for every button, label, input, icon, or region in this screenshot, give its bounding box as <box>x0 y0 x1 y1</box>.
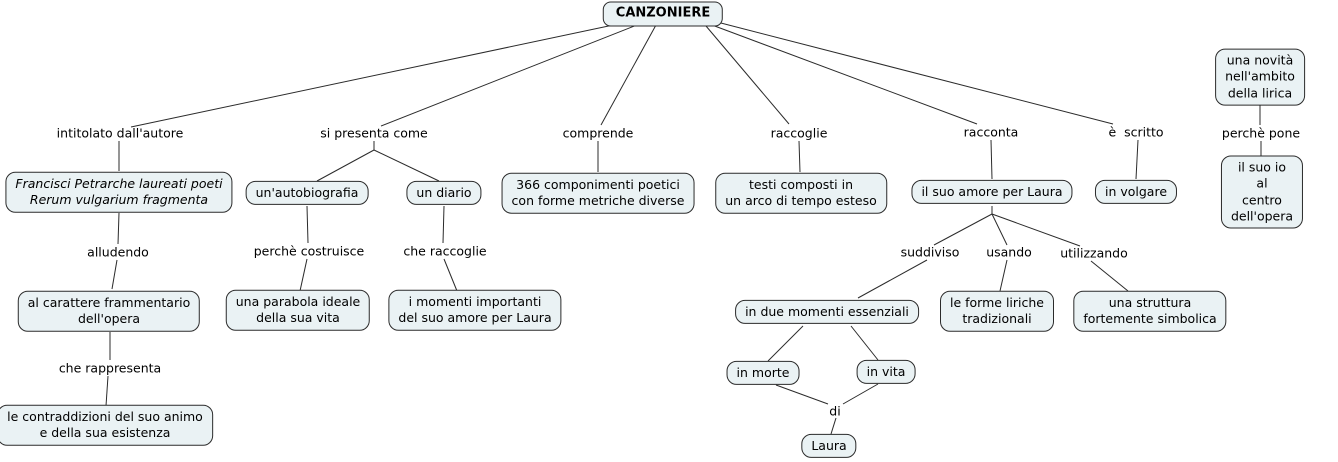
link-usando[interactable]: usando <box>986 244 1032 260</box>
concept-forme-liriche[interactable]: le forme liriche tradizionali <box>940 290 1054 332</box>
concept-testi-composti[interactable]: testi composti in un arco di tempo estes… <box>715 172 887 214</box>
concept-due-momenti[interactable]: in due momenti essenziali <box>735 299 919 325</box>
edge-costruisce-parabola <box>299 258 308 292</box>
edge-di-laura <box>830 417 837 435</box>
concept-in-morte[interactable]: in morte <box>726 360 800 386</box>
concept-carattere-frammentario[interactable]: al carattere frammentario dell'opera <box>17 290 201 332</box>
concept-diario[interactable]: un diario <box>406 180 482 206</box>
link-suddiviso[interactable]: suddiviso <box>900 244 960 260</box>
edge-rappresenta-contraddizioni <box>105 375 109 407</box>
concept-in-volgare[interactable]: in volgare <box>1094 179 1178 205</box>
concept-laura[interactable]: Laura <box>801 433 857 459</box>
edge-raccoglie-testi <box>798 140 801 173</box>
edge-amore-suddiviso <box>933 213 993 246</box>
concept-struttura-simbolica[interactable]: una struttura fortemente simbolica <box>1073 290 1227 332</box>
concept-autobiografia[interactable]: un'autobiografia <box>245 180 369 206</box>
link-di[interactable]: di <box>829 403 841 419</box>
edge-si-presenta-autobiografia <box>316 149 375 182</box>
edge-suddiviso-due-momenti <box>857 259 928 299</box>
link-si-presenta-come[interactable]: si presenta come <box>320 125 428 141</box>
edge-due-momenti-morte <box>767 325 804 362</box>
edge-root-si-presenta <box>380 24 638 127</box>
concept-366-componimenti[interactable]: 366 componimenti poetici con forme metri… <box>501 172 695 214</box>
edge-autobiografia-costruisce <box>306 205 309 244</box>
concept-momenti-importanti[interactable]: i momenti importanti del suo amore per L… <box>388 289 562 331</box>
concept-in-vita[interactable]: in vita <box>856 359 916 385</box>
concept-francisci-petrarche[interactable]: Francisci Petrarche laureati poeti Rerum… <box>5 171 233 213</box>
link-racconta[interactable]: racconta <box>963 124 1019 140</box>
edge-morte-di <box>775 384 829 405</box>
link-alludendo[interactable]: alludendo <box>87 244 149 260</box>
link-raccoglie[interactable]: raccoglie <box>770 125 828 141</box>
edge-alludendo-frammentario <box>111 259 118 290</box>
edge-francisci-alludendo <box>117 212 120 245</box>
concept-novita-lirica[interactable]: una novità nell'ambito della lirica <box>1215 48 1305 106</box>
edge-root-comprende <box>600 24 657 126</box>
edge-che-raccoglie-momenti <box>443 258 458 292</box>
edge-root-raccoglie <box>705 25 790 125</box>
concept-canzoniere[interactable]: CANZONIERE <box>602 1 724 27</box>
edge-amore-utilizzando <box>991 213 1081 247</box>
link-comprende[interactable]: comprende <box>562 125 634 141</box>
link-che-raccoglie[interactable]: che raccoglie <box>403 243 487 259</box>
link-intitolato-dall-autore[interactable]: intitolato dall'autore <box>56 125 184 141</box>
link-e-scritto[interactable]: è scritto <box>1108 124 1164 140</box>
edge-root-e-scritto <box>716 21 1114 125</box>
edge-racconta-amore <box>990 139 993 180</box>
link-perche-pone[interactable]: perchè pone <box>1221 125 1301 141</box>
edge-scritto-volgare <box>1135 139 1139 180</box>
edge-vita-di <box>842 383 879 405</box>
concept-contraddizioni[interactable]: le contraddizioni del suo animo e della … <box>0 404 213 446</box>
edge-utilizzando-struttura <box>1090 260 1129 292</box>
edge-root-intitolato <box>130 23 619 128</box>
link-che-rappresenta[interactable]: che rappresenta <box>58 360 162 376</box>
edge-due-momenti-vita <box>850 325 879 361</box>
concept-parabola-ideale[interactable]: una parabola ideale della sua vita <box>225 289 371 331</box>
edge-amore-usando <box>991 213 1008 246</box>
edge-root-racconta <box>711 24 978 125</box>
edge-diario-che-raccoglie <box>442 205 445 244</box>
link-utilizzando[interactable]: utilizzando <box>1060 245 1128 261</box>
concept-io-al-centro[interactable]: il suo io al centro dell'opera <box>1220 155 1304 229</box>
edge-usando-forme <box>999 259 1008 292</box>
link-perche-costruisce[interactable]: perchè costruisce <box>253 243 365 259</box>
concept-amore-per-laura[interactable]: il suo amore per Laura <box>911 179 1073 205</box>
edge-si-presenta-diario <box>373 149 440 182</box>
